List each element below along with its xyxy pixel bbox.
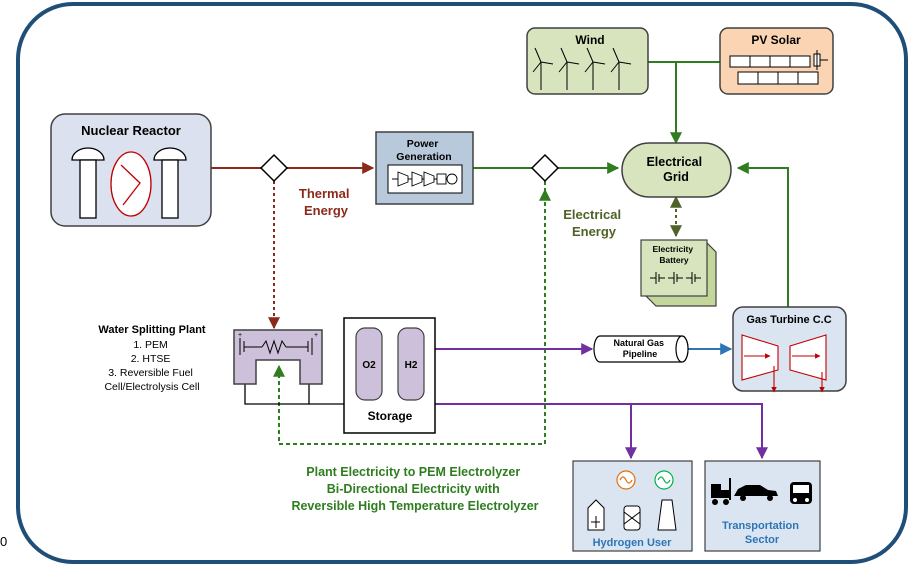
electricity-battery-label-2: Battery [659,255,689,265]
nuclear-reactor-node: Nuclear Reactor [50,113,212,227]
solar-panel-icon [729,50,828,85]
wind-node: Wind [526,27,649,95]
electricity-battery-label-1: Electricity [652,244,693,254]
transportation-label-2: Sector [745,534,780,546]
electrical-grid-node: Electrical Grid [621,142,732,198]
svg-text:Electricity Battery: Electricity Battery [652,244,695,265]
thermal-energy-label: Thermal Energy [299,186,353,218]
plant-electricity-label: Plant Electricity to PEM Electrolyzer Bi… [291,465,538,513]
power-generation-label-2: Generation [396,151,451,163]
bus-icon [790,482,812,504]
power-generation-label-1: Power [407,138,439,150]
svg-text:Electrical Grid: Electrical Grid [646,155,705,184]
electrolyzer-plant-node: + + [233,329,323,385]
svg-text:1. PEM 2. HTSE 3.: 1. PEM 2. HTSE 3. Reversible Fuel Cell/E… [104,339,199,393]
power-generation-node: Power Generation [375,131,474,205]
industrial-equipment-icon [587,499,677,531]
transportation-label-1: Transportation [722,520,799,532]
svg-text:Transportation Sector: Transportation Sector [722,520,802,546]
svg-text:Power Generation: Power Generation [396,138,451,163]
water-splitting-item: 3. Reversible Fuel [108,367,193,379]
nuclear-reactor-label: Nuclear Reactor [81,123,181,138]
natural-gas-pipeline-node: Natural Gas Pipeline [593,335,689,363]
reactor-rod-icon [71,147,187,219]
gas-turbine-label: Gas Turbine C.C [746,314,831,326]
wind-label: Wind [575,33,604,47]
h2-tank [397,327,425,401]
water-splitting-item: 1. PEM [133,339,167,351]
forklift-icon [711,478,731,505]
reactor-core-icon [110,151,152,217]
o2-tank [355,327,383,401]
pipeline-label-1: Natural Gas [613,338,664,348]
electrical-grid-label-1: Electrical [646,155,702,169]
pv-solar-label: PV Solar [751,33,801,47]
o2-label: O2 [362,360,376,371]
electricity-battery-node: Electricity Battery [640,239,717,307]
pipeline-label-2: Pipeline [623,349,658,359]
svg-text:+: + [238,332,242,339]
water-splitting-item: Cell/Electrolysis Cell [104,381,199,393]
transportation-sector-node: Transportation Sector [704,460,821,552]
storage-label: Storage [368,409,413,423]
svg-text:Natural Gas Pipeline: Natural Gas Pipeline [613,338,666,359]
water-splitting-item: 2. HTSE [131,353,171,365]
hydrogen-user-label: Hydrogen User [593,537,673,549]
gas-turbine-node: Gas Turbine C.C [732,306,847,393]
water-splitting-title: Water Splitting Plant [98,324,205,336]
thermal-junction [259,153,289,183]
generator-icon [616,470,674,490]
electrolyzer-circuit-icon [239,338,313,355]
gas-turbine-icon [741,334,827,393]
pv-solar-node: PV Solar [719,27,834,95]
water-splitting-text: Water Splitting Plant 1. PEM 2. HTSE 3. … [98,324,205,393]
electrical-grid-label-2: Grid [663,170,689,184]
electrical-junction [530,153,560,183]
wind-turbine-icon [532,47,632,90]
battery-cells-icon [650,272,701,284]
edge-mark: 0 [0,534,7,549]
svg-text:+: + [314,332,318,339]
hydrogen-user-node: Hydrogen User [572,460,693,552]
storage-node: O2 H2 Storage [343,317,436,434]
h2-label: H2 [405,360,418,371]
car-icon [734,485,778,501]
electrical-energy-label: Electrical Energy [563,207,624,239]
